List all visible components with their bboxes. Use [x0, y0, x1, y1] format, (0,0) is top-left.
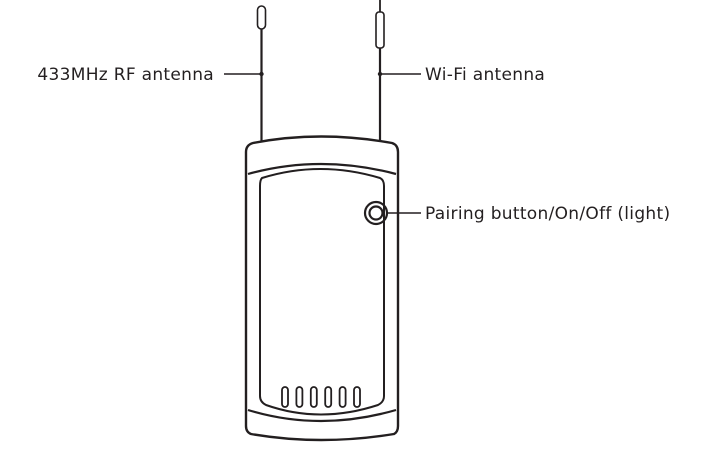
vent-slot [281, 386, 289, 408]
vent-slot [295, 386, 304, 408]
wifi-antenna [375, 0, 385, 141]
vent-slot [309, 386, 318, 408]
vent-slots [281, 386, 361, 408]
pairing-button-label: Pairing button/On/Off (light) [425, 204, 670, 224]
vent-slot [324, 386, 333, 408]
wifi-antenna-label: Wi-Fi antenna [425, 65, 545, 85]
vent-slot [338, 386, 347, 408]
vent-slot [353, 386, 361, 408]
rf-antenna-label: 433MHz RF antenna [37, 65, 214, 85]
device-body [244, 135, 400, 442]
